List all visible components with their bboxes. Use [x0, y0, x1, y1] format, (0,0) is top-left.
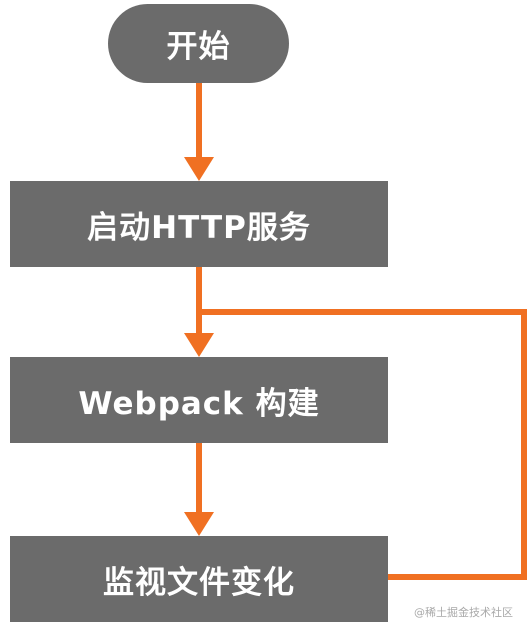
start-node: 开始: [108, 4, 289, 83]
start-node-label: 开始: [166, 29, 231, 65]
webpack-build-node: Webpack 构建: [10, 357, 388, 443]
webpack-build-label: Webpack 构建: [78, 385, 320, 422]
arrowhead-build: [184, 333, 214, 357]
watch-file-changes-node: 监视文件变化: [10, 536, 388, 622]
start-http-server-label: 启动HTTP服务: [87, 209, 311, 246]
edge-watch-loop-back: [199, 309, 527, 580]
watch-file-changes-label: 监视文件变化: [103, 564, 295, 601]
arrowhead-http: [184, 157, 214, 181]
start-http-server-node: 启动HTTP服务: [10, 181, 388, 267]
arrowhead-watch: [184, 512, 214, 536]
watermark: @稀土掘金技术社区: [414, 606, 513, 619]
